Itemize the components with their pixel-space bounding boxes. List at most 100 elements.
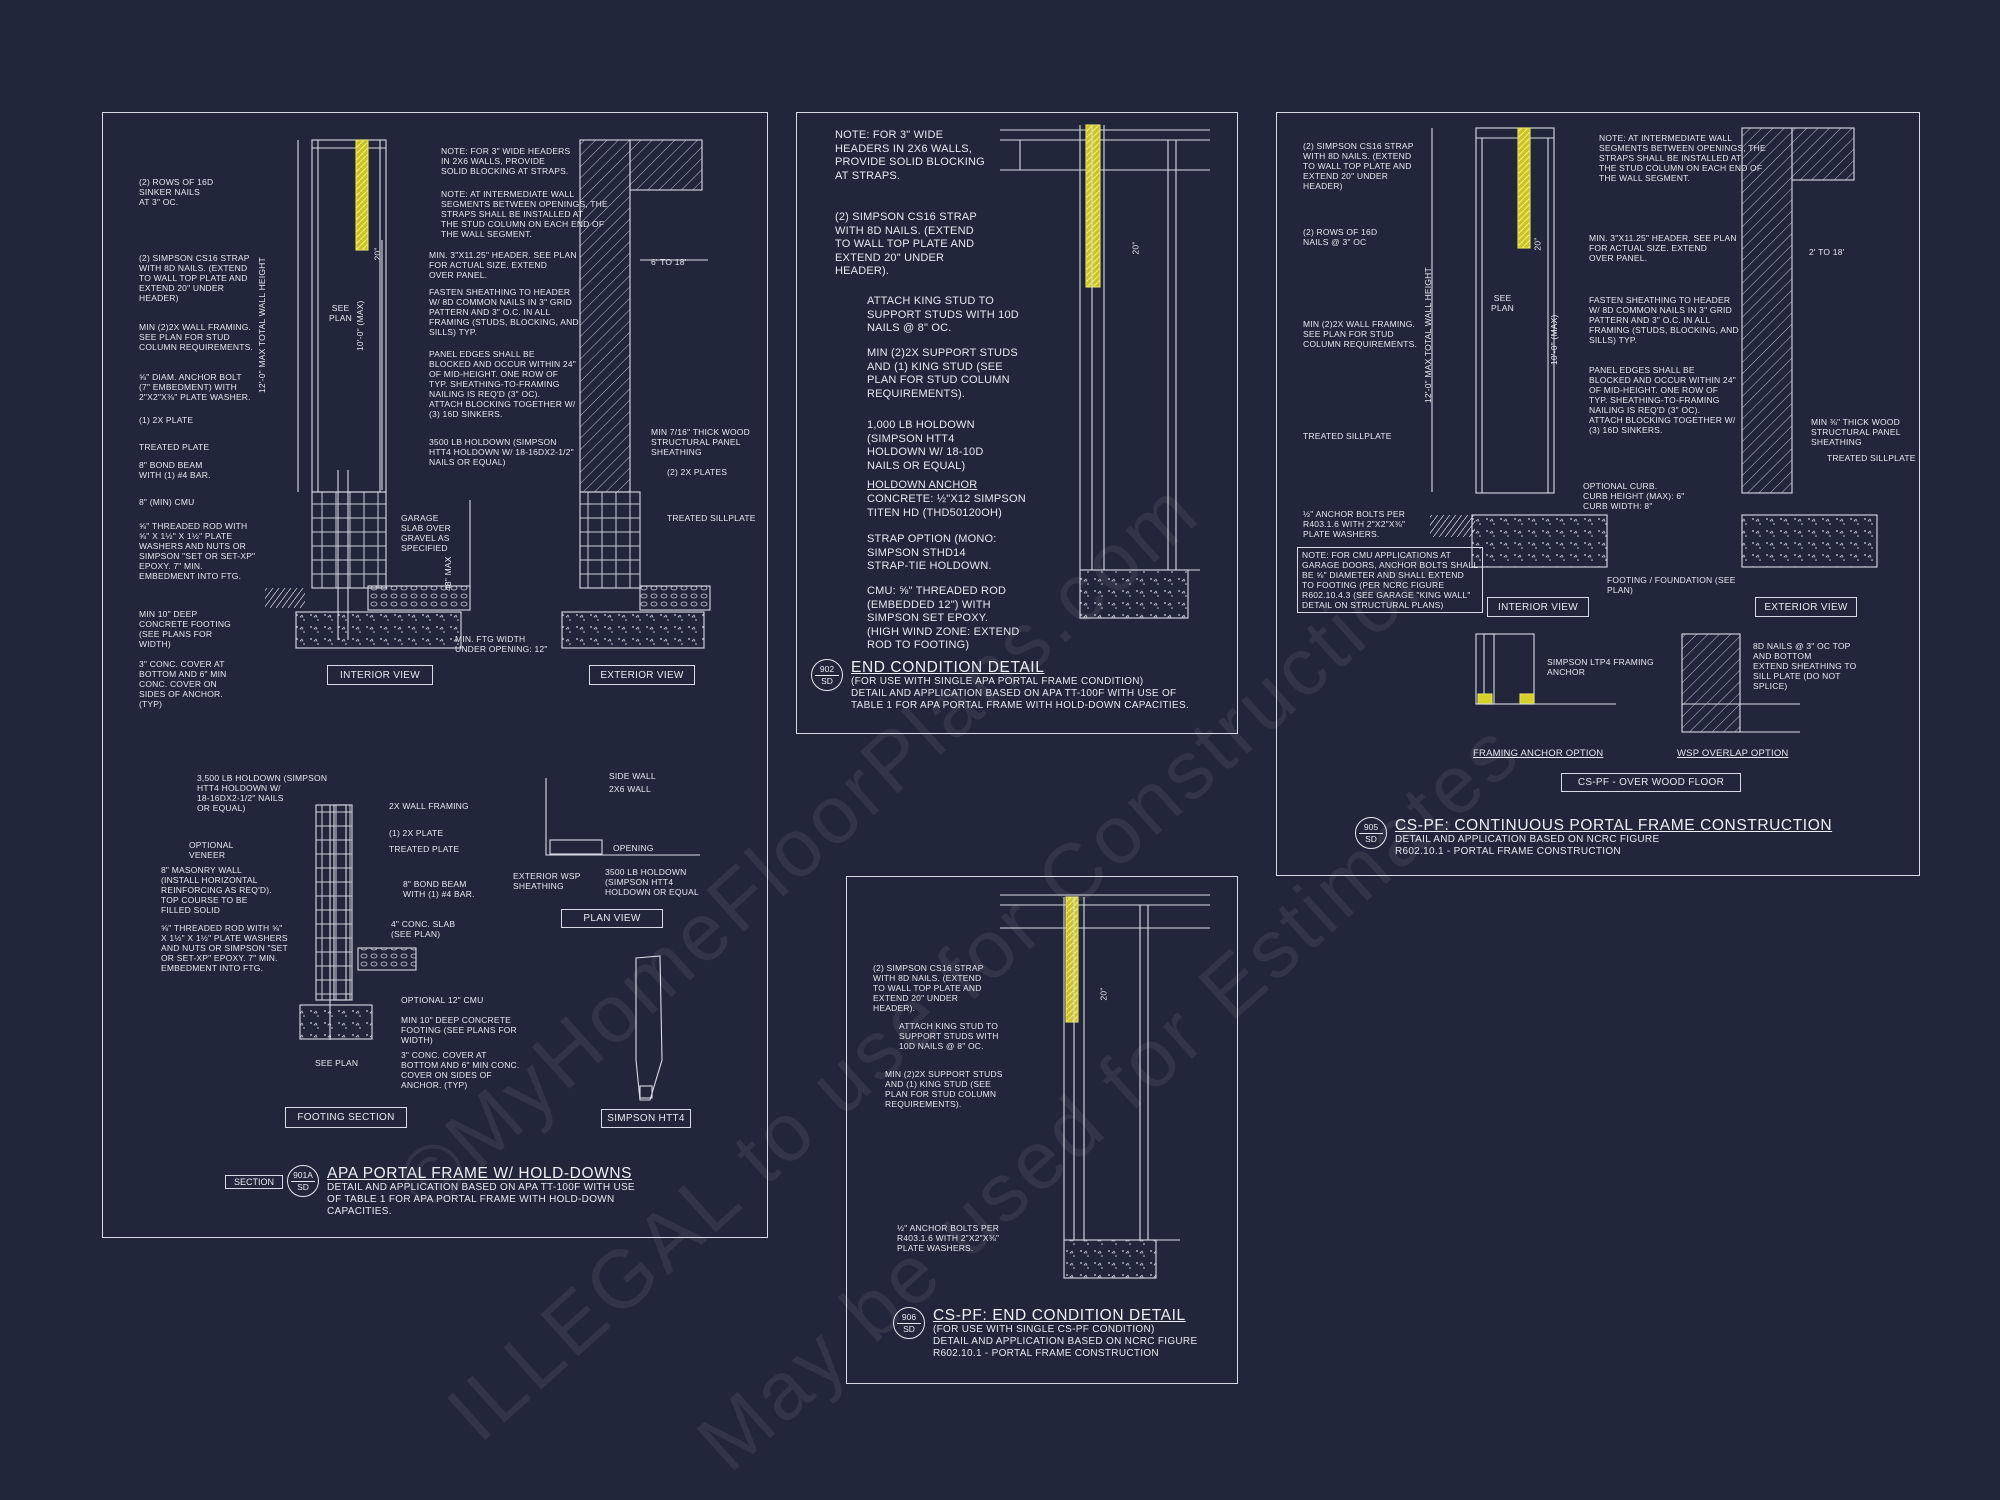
note-2x-plate: (1) 2x PLATE — [139, 415, 194, 425]
note-holdown-anchor-head: HOLDOWN ANCHOR — [867, 479, 978, 491]
note-garage-slab: GARAGE SLAB OVER GRAVEL AS SPECIFIED — [401, 513, 451, 553]
bubble-sheet: SD — [1365, 834, 1377, 844]
note-extend-sheathing-905: EXTEND SHEATHING TO SILL PLATE (DO NOT S… — [1753, 661, 1857, 691]
detail-title: CS-PF: END CONDITION DETAIL — [933, 1307, 1186, 1324]
note-curb-905: OPTIONAL CURB. CURB HEIGHT (MAX): 6" CUR… — [1583, 481, 1685, 511]
bubble-number: 905 — [1363, 822, 1379, 832]
note-fs-holdown: 3,500 LB HOLDOWN (SIMPSON HTT4 HOLDOWN W… — [197, 773, 328, 813]
panel-901: (2) ROWS OF 16d SINKER NAILS AT 3" OC. (… — [102, 112, 768, 1238]
dim-6-to-18: 6' TO 18' — [651, 257, 687, 267]
dim-12-ft-total-905: 12'-0" MAX TOTAL WALL HEIGHT — [1423, 267, 1433, 403]
note-fs-bond-beam: 8" BOND BEAM WITH (1) #4 BAR. — [403, 879, 475, 899]
title-block-902: 902 SD END CONDITION DETAIL (FOR USE WIT… — [811, 659, 1189, 712]
label-wsp-overlap-option: WSP OVERLAP OPTION — [1677, 748, 1789, 759]
note-treated-sillplate: TREATED SILLPLATE — [667, 513, 756, 523]
dim-10-ft-max: 10'-0" (MAX) — [355, 300, 365, 352]
note-anchor-bolt: ⅝" DIAM. ANCHOR BOLT (7" EMBEDMENT) WITH… — [139, 372, 251, 402]
detail-title: END CONDITION DETAIL — [851, 659, 1045, 676]
panel-906: (2) SIMPSON CS16 STRAP WITH 8d NAILS. (E… — [846, 876, 1238, 1384]
note-sinker-nails: (2) ROWS OF 16d SINKER NAILS AT 3" OC. — [139, 177, 214, 207]
bubble-sheet: SD — [297, 1182, 309, 1192]
bubble-number: 906 — [901, 1312, 917, 1322]
bubble-sheet: SD — [903, 1324, 915, 1334]
label-exterior-view-905: EXTERIOR VIEW — [1755, 597, 1857, 617]
note-concrete-footing: MIN 10" DEEP CONCRETE FOOTING (SEE PLANS… — [139, 609, 231, 649]
note-holdown-902: 1,000 LB HOLDOWN (SIMPSON HTT4 HOLDOWN W… — [867, 419, 984, 472]
note-holdown-htt4: 3500 LB HOLDOWN (SIMPSON HTT4 HOLDOWN W/… — [429, 437, 574, 467]
note-fasten-905: FASTEN SHEATHING TO HEADER W/ 8d COMMON … — [1589, 295, 1739, 345]
note-fs-2x-plate: (1) 2x PLATE — [389, 828, 444, 838]
note-fs-wall-framing: 2X WALL FRAMING — [389, 801, 469, 811]
dim-20-inch: 20" — [372, 247, 383, 261]
panel-901-linework — [265, 139, 711, 1101]
note-pv-ext-sheathing: EXTERIOR WSP SHEATHING — [513, 871, 581, 891]
note-fs-cover: 3" CONC. COVER AT BOTTOM AND 6" MIN CONC… — [401, 1050, 520, 1090]
note-fasten-sheathing: FASTEN SHEATHING TO HEADER W/ 8d COMMON … — [429, 287, 579, 337]
label-interior-view-901: INTERIOR VIEW — [327, 665, 433, 685]
note-pv-2x6-wall: 2x6 WALL — [609, 784, 651, 794]
note-min-header-905: MIN. 3"x11.25" HEADER. SEE PLAN FOR ACTU… — [1589, 233, 1737, 263]
note-anchor-bolts-906: ½" ANCHOR BOLTS PER R403.1.6 WITH 2"x2"x… — [897, 1223, 1000, 1253]
note-treated-sill-905: TREATED SILLPLATE — [1303, 431, 1392, 441]
detail-title: APA PORTAL FRAME W/ HOLD-DOWNS — [327, 1165, 633, 1182]
note-cs16-strap: (2) SIMPSON CS16 STRAP WITH 8d NAILS. (E… — [139, 253, 250, 303]
note-cmu-garage-905: NOTE: FOR CMU APPLICATIONS AT GARAGE DOO… — [1297, 547, 1484, 613]
dim-2-to-18: 2' TO 18' — [1809, 247, 1845, 257]
label-exterior-view-901: EXTERIOR VIEW — [589, 665, 695, 685]
label-over-wood-floor: CS-PF - OVER WOOD FLOOR — [1561, 773, 1741, 792]
note-cmu: 8" (MIN) CMU — [139, 497, 195, 507]
note-wall-framing-905: MIN (2)2X WALL FRAMING. SEE PLAN FOR STU… — [1303, 319, 1418, 349]
note-see-plan: SEE PLAN — [329, 303, 353, 323]
detail-subtitle: (FOR USE WITH SINGLE APA PORTAL FRAME CO… — [851, 676, 1190, 711]
panel-906-linework — [1000, 894, 1210, 1279]
note-pv-side-wall: SIDE WALL — [609, 771, 656, 781]
panel-905: (2) SIMPSON CS16 STRAP WITH 8d NAILS. (E… — [1276, 112, 1920, 876]
note-cmu-rod-902: CMU: ⅝" THREADED ROD (EMBEDDED 12") WITH… — [867, 585, 1020, 651]
note-king-stud-906: ATTACH KING STUD TO SUPPORT STUDS WITH 1… — [899, 1021, 999, 1051]
note-header-blocking: NOTE: FOR 3" WIDE HEADERS IN 2x6 WALLS, … — [441, 146, 571, 176]
note-8d-nails-905: 8d NAILS @ 3" OC TOP AND BOTTOM — [1753, 641, 1851, 661]
note-2x-plates: (2) 2x PLATES — [667, 467, 728, 477]
note-ltp4-905: SIMPSON LTP4 FRAMING ANCHOR — [1547, 657, 1654, 677]
note-segments-905: NOTE: AT INTERMEDIATE WALL SEGMENTS BETW… — [1599, 133, 1766, 183]
label-simpson-htt4: SIMPSON HTT4 — [601, 1109, 691, 1128]
title-block-901: 901A SD APA PORTAL FRAME W/ HOLD-DOWNS D… — [287, 1165, 635, 1218]
bubble-number: 902 — [819, 664, 835, 674]
label-footing-section: FOOTING SECTION — [285, 1107, 407, 1128]
note-strap-option: STRAP OPTION (MONO: SIMPSON STHD14 STRAP… — [867, 533, 997, 572]
note-treated-sill2-905: TREATED SILLPLATE — [1827, 453, 1916, 463]
note-footing-905: FOOTING / FOUNDATION (SEE PLAN) — [1607, 575, 1736, 595]
detail-subtitle: DETAIL AND APPLICATION BASED ON APA TT-1… — [327, 1182, 635, 1217]
note-king-stud-902: ATTACH KING STUD TO SUPPORT STUDS WITH 1… — [867, 295, 1019, 334]
note-rows-16d-905: (2) ROWS OF 16d NAILS @ 3" OC — [1303, 227, 1378, 247]
note-support-studs-906: MIN (2)2X SUPPORT STUDS AND (1) KING STU… — [885, 1069, 1003, 1109]
note-fs-treated-plate: TREATED PLATE — [389, 844, 460, 854]
note-treated-plate: TREATED PLATE — [139, 442, 210, 452]
note-fs-veneer: OPTIONAL VENEER — [189, 840, 234, 860]
note-fs-footing: MIN 10" DEEP CONCRETE FOOTING (SEE PLANS… — [401, 1015, 517, 1045]
dim-20-inch-902: 20" — [1130, 241, 1141, 255]
dim-12-ft-total: 12'-0" MAX TOTAL WALL HEIGHT — [257, 257, 267, 393]
note-intermediate-segments: NOTE: AT INTERMEDIATE WALL SEGMENTS BETW… — [441, 189, 608, 239]
note-min-header: MIN. 3"x11.25" HEADER. SEE PLAN FOR ACTU… — [429, 250, 577, 280]
panel-902-linework — [1000, 124, 1210, 619]
note-pv-holdown: 3500 LB HOLDOWN (SIMPSON HTT4 HOLDOWN OR… — [605, 867, 699, 897]
note-pv-opening: OPENING — [613, 843, 654, 853]
dim-20-inch-906: 20" — [1098, 987, 1109, 1001]
detail-bubble-905: 905 SD — [1355, 817, 1387, 849]
title-block-905: 905 SD CS-PF: CONTINUOUS PORTAL FRAME CO… — [1355, 817, 1832, 858]
note-min-ftg-width: MIN. FTG WIDTH UNDER OPENING: 12" — [455, 634, 548, 654]
note-cs16-strap-902: (2) SIMPSON CS16 STRAP WITH 8d NAILS. (E… — [835, 211, 977, 277]
note-support-studs-902: MIN (2)2X SUPPORT STUDS AND (1) KING STU… — [867, 347, 1018, 400]
bubble-number: 901A — [293, 1170, 313, 1180]
note-cs16-strap-906: (2) SIMPSON CS16 STRAP WITH 8d NAILS. (E… — [873, 963, 984, 1013]
note-conc-cover: 3" CONC. COVER AT BOTTOM AND 6" MIN CONC… — [139, 659, 227, 709]
label-plan-view: PLAN VIEW — [561, 909, 663, 928]
note-bond-beam: 8" BOND BEAM WITH (1) #4 BAR. — [139, 460, 211, 480]
note-fs-cmu: OPTIONAL 12" CMU — [401, 995, 484, 1005]
note-anchor-bolts-905: ½" ANCHOR BOLTS PER R403.1.6 WITH 2"x2"x… — [1303, 509, 1406, 539]
note-threaded-rod: ⅝" THREADED ROD WITH ⅝" x 1½" x 1½" PLAT… — [139, 521, 256, 581]
title-block-906: 906 SD CS-PF: END CONDITION DETAIL (FOR … — [893, 1307, 1197, 1360]
detail-subtitle: (FOR USE WITH SINGLE CS-PF CONDITION) DE… — [933, 1324, 1198, 1359]
